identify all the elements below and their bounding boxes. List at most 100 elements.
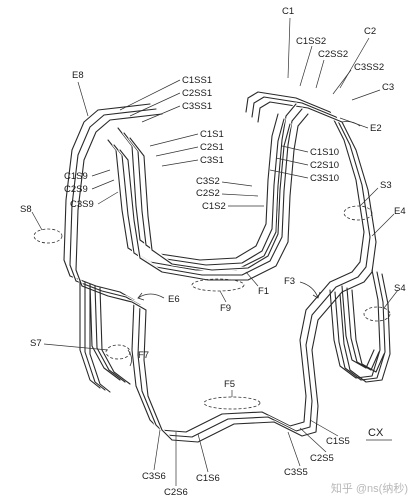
leader-c2s5 [299, 427, 327, 453]
coil-strand [129, 123, 291, 271]
label-c3s10: C3S10 [310, 173, 339, 184]
coil-leg-strand [341, 285, 375, 369]
coil-leg-strand [89, 283, 111, 393]
leader-c2ss1 [129, 92, 181, 117]
label-c2ss1: C2SS1 [182, 88, 212, 99]
coil-strand [119, 113, 309, 281]
coil-leg-strand [329, 269, 381, 379]
leader-c1 [287, 17, 291, 79]
label-f5: F5 [224, 379, 235, 390]
leader-c2s1 [155, 146, 199, 157]
label-c3: C3 [382, 82, 394, 93]
leader-c1s6 [197, 433, 209, 473]
leader-c3s5 [287, 431, 301, 467]
leader-f9 [219, 290, 227, 303]
leader-c1s1 [149, 133, 199, 147]
label-c2s1: C2S1 [200, 142, 224, 153]
leader-c2s2 [221, 193, 259, 197]
label-c1s6: C1S6 [196, 473, 220, 484]
coil-strand [75, 101, 377, 443]
leader-c1s5 [309, 419, 339, 437]
section-ellipse-f5 [203, 396, 261, 410]
label-e4: E4 [394, 206, 406, 217]
leader-c3s6 [153, 429, 161, 471]
label-s8: S8 [20, 204, 32, 215]
leader-e2 [339, 117, 369, 129]
leader-e8 [77, 81, 89, 117]
leader-c2 [339, 37, 370, 89]
label-c1s2: C1S2 [202, 201, 226, 212]
reference-labels: C1 C1SS2 C2 C2SS2 C3SS2 C3 E8 C1SS1 C2SS… [20, 6, 406, 498]
leader-s7 [43, 343, 109, 351]
arrow-e6-head [137, 292, 145, 301]
coil-strand [117, 113, 279, 261]
coil-leg-strand [84, 281, 106, 391]
label-e6: E6 [168, 294, 180, 305]
leader-c2s9 [91, 179, 115, 190]
label-c2s5: C2S5 [310, 453, 334, 464]
section-ellipse-s3 [343, 205, 373, 221]
label-s7: S7 [30, 338, 42, 349]
annotation-marks [31, 17, 399, 486]
label-f1: F1 [258, 286, 269, 297]
watermark: 知乎 @ns(纳秒) [330, 483, 408, 495]
coil-strand [69, 96, 371, 438]
label-c1s9: C1S9 [64, 171, 88, 182]
label-e2: E2 [370, 123, 382, 134]
coil-windings [62, 90, 391, 444]
coil-leg-strand [94, 285, 126, 383]
label-c2s9: C2S9 [64, 184, 88, 195]
label-c2s10: C2S10 [310, 160, 339, 171]
leader-c3ss1 [141, 105, 181, 123]
label-s3: S3 [380, 180, 392, 191]
coil-leg-strand [89, 283, 121, 381]
arrow-f7 [127, 349, 132, 367]
label-c2ss2: C2SS2 [318, 49, 348, 60]
coil-strand [63, 91, 365, 433]
label-f9: F9 [220, 303, 231, 314]
arrow-f3-head [312, 291, 321, 299]
label-c1s10: C1S10 [310, 147, 339, 158]
label-c3s9: C3S9 [70, 199, 94, 210]
arrow-f3 [299, 281, 319, 299]
leader-c1ss2 [299, 45, 313, 87]
label-c2s2: C2S2 [196, 188, 220, 199]
label-c3ss1: C3SS1 [182, 101, 212, 112]
label-c1s5: C1S5 [326, 436, 350, 447]
coil-leg-strand [351, 289, 385, 373]
leader-c1s9 [91, 169, 111, 177]
label-c1ss2: C1SS2 [296, 36, 326, 47]
label-c1s1: C1S1 [200, 129, 224, 140]
label-c2: C2 [364, 26, 376, 37]
section-ellipse-s4 [363, 306, 391, 322]
leader-c3s9 [97, 191, 119, 205]
label-c3ss2: C3SS2 [354, 62, 384, 73]
section-ellipse-s8 [33, 228, 63, 244]
leader-c3ss2 [332, 69, 352, 95]
leader-c1s10 [281, 145, 309, 153]
label-e8: E8 [72, 70, 84, 81]
coil-strand [113, 108, 303, 276]
leader-c3s2 [221, 181, 253, 187]
label-c1ss1: C1SS1 [182, 75, 212, 86]
label-c3s1: C3S1 [200, 155, 224, 166]
coil-leg-strand [99, 287, 131, 385]
label-f7: F7 [138, 350, 149, 361]
leader-e4 [371, 213, 395, 237]
leader-s8 [31, 211, 43, 231]
coil-leg-strand [79, 279, 101, 389]
section-ellipse-f9 [191, 278, 245, 292]
leader-f1 [245, 271, 259, 287]
leader-s3 [359, 187, 379, 207]
leader-c2s10 [275, 157, 309, 166]
leader-c1ss1 [119, 79, 181, 111]
label-c3s2: C3S2 [196, 176, 220, 187]
coil-strand [123, 118, 285, 266]
label-c2s6: C2S6 [164, 487, 188, 498]
section-ellipse-s7 [105, 344, 131, 360]
label-c3s6: C3S6 [142, 471, 166, 482]
leader-c2ss2 [315, 59, 325, 89]
leader-c3s10 [269, 169, 309, 179]
coil-leg-strand [346, 287, 380, 371]
